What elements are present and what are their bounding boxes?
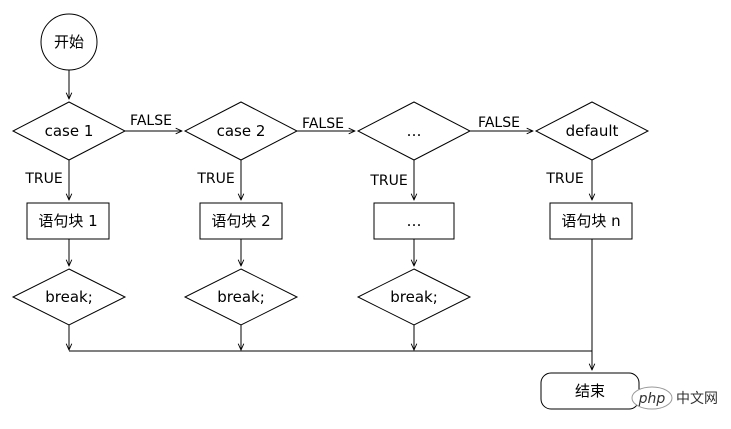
- true-label-1: TRUE: [24, 171, 62, 187]
- php-logo-text: php: [638, 391, 666, 407]
- block1-label: 语句块 1: [38, 212, 97, 230]
- case3-label: …: [407, 122, 422, 140]
- default-label: default: [566, 122, 619, 140]
- watermark-text: 中文网: [676, 391, 718, 407]
- block2-label: 语句块 2: [211, 212, 270, 230]
- block3-label: …: [407, 212, 422, 230]
- php-cn-watermark: php 中文网: [631, 386, 718, 410]
- true-label-2: TRUE: [196, 171, 234, 187]
- php-logo-badge: [631, 386, 673, 410]
- blockn-label: 语句块 n: [561, 212, 620, 230]
- break2-label: break;: [217, 288, 265, 306]
- false-label-2: FALSE: [302, 116, 344, 132]
- false-label-1: FALSE: [130, 113, 172, 129]
- true-label-3: TRUE: [369, 173, 407, 189]
- case2-label: case 2: [217, 122, 266, 140]
- break1-label: break;: [45, 288, 93, 306]
- start-label: 开始: [54, 33, 84, 51]
- blockn-box: [549, 202, 633, 240]
- end-label: 结束: [575, 382, 605, 400]
- break3-label: break;: [390, 288, 438, 306]
- true-label-4: TRUE: [545, 171, 583, 187]
- block1-box: [26, 202, 110, 240]
- false-label-3: FALSE: [478, 115, 520, 131]
- case1-label: case 1: [45, 122, 94, 140]
- block3-box: [373, 202, 455, 240]
